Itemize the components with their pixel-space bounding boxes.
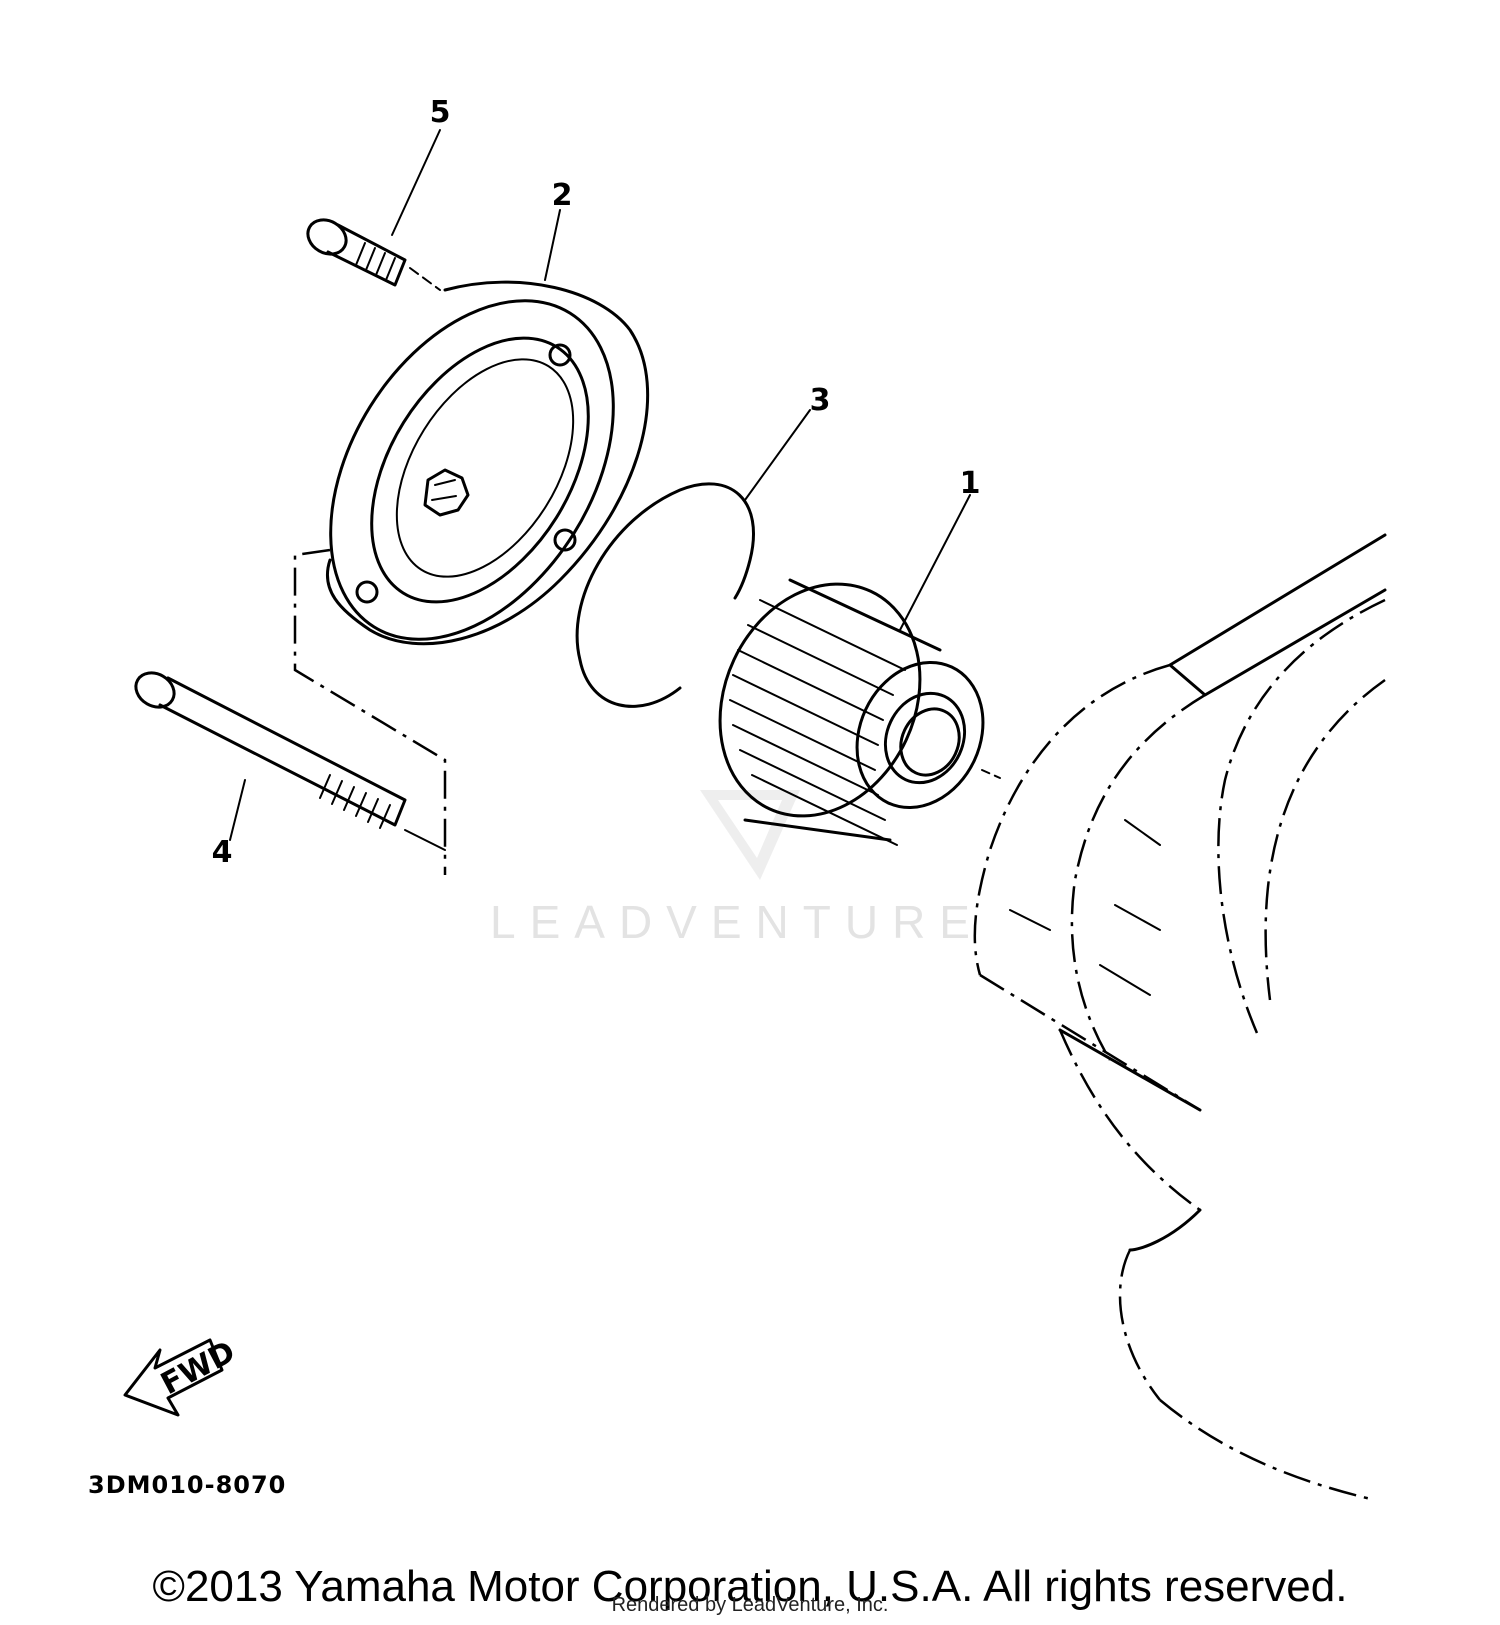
part-2-filter-cover <box>325 280 650 646</box>
forward-arrow-icon: FWD <box>123 1334 241 1417</box>
callout-3: 3 <box>810 383 831 418</box>
callout-4: 4 <box>212 835 233 870</box>
crankcase-outline <box>973 533 1387 1502</box>
callout-2: 2 <box>552 178 573 213</box>
leadventure-watermark: LEADVENTURE <box>490 790 984 948</box>
part-1-oil-filter <box>718 578 1001 846</box>
callout-5: 5 <box>430 95 451 130</box>
leader-lines <box>229 129 971 841</box>
copyright-notice: ©2013 Yamaha Motor Corporation, U.S.A. A… <box>152 1562 1348 1611</box>
rendered-by-notice: Rendered by LeadVenture, Inc. <box>611 1594 889 1616</box>
part-5-bolt <box>306 218 441 291</box>
drawing-code: 3DM010-8070 <box>88 1471 286 1499</box>
alignment-bracket <box>293 548 447 875</box>
callout-1: 1 <box>960 466 981 501</box>
watermark-text: LEADVENTURE <box>490 896 984 948</box>
part-3-o-ring <box>575 482 755 708</box>
part-4-long-bolt <box>134 671 446 851</box>
